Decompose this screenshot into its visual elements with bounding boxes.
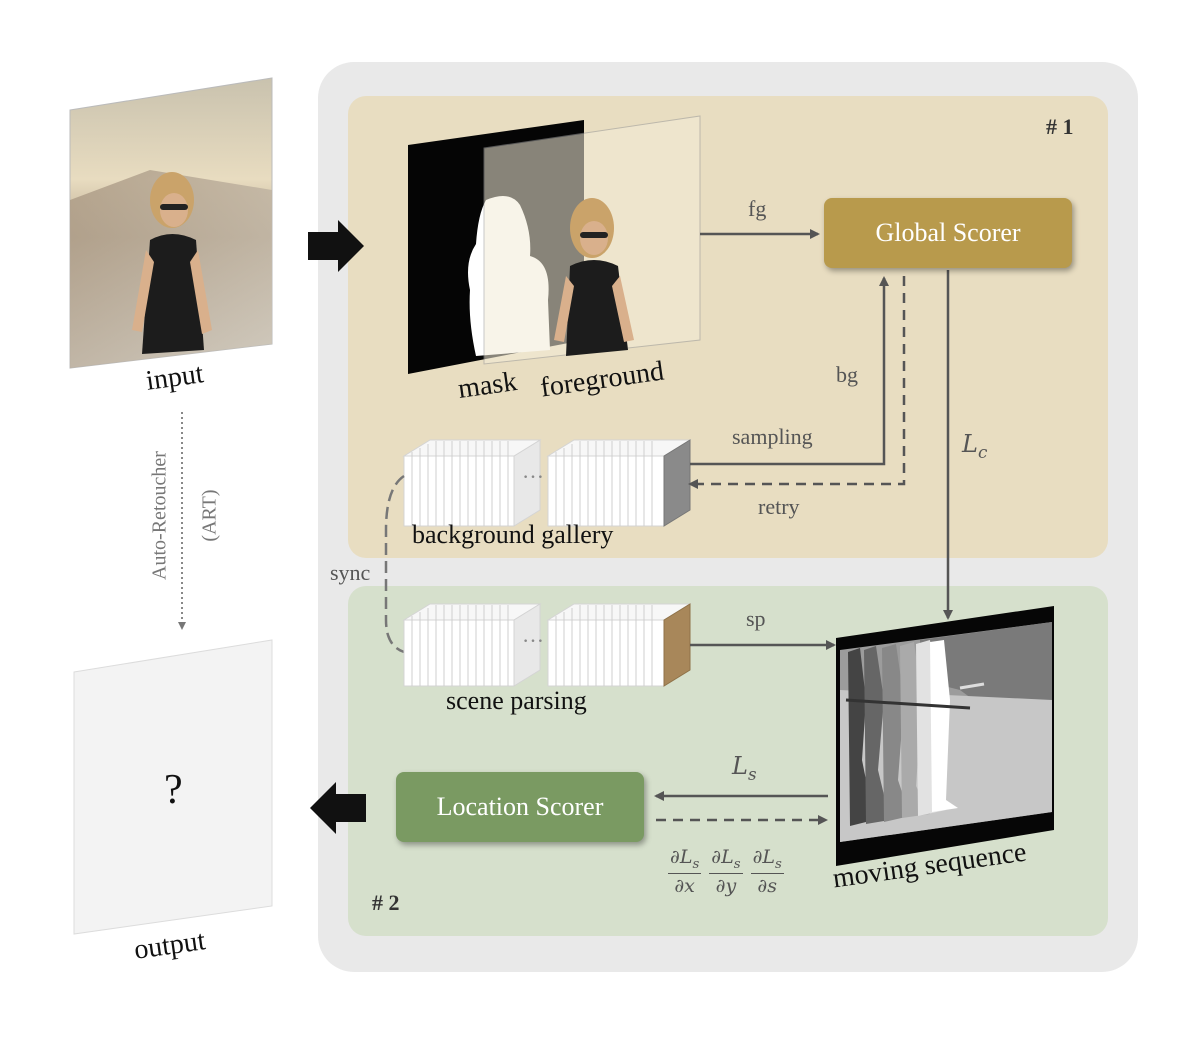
foreground-image <box>483 115 701 365</box>
scene-ellipsis: … <box>522 622 544 647</box>
input-photo <box>69 77 273 369</box>
panel2-id: # 2 <box>372 890 400 915</box>
sampling-label: sampling <box>732 424 813 449</box>
retry-label: retry <box>758 494 800 519</box>
scene-parsing-label: scene parsing <box>446 686 587 715</box>
moving-sequence-image <box>836 606 1054 866</box>
input-arrow-icon <box>308 220 364 272</box>
panel1-id: # 1 <box>1046 114 1074 139</box>
grad-s-fraction: ∂Ls ∂s <box>750 846 784 897</box>
process-label-main: Auto-Retoucher <box>148 451 171 580</box>
fg-label: fg <box>748 196 767 221</box>
gallery-ellipsis: … <box>522 458 544 483</box>
background-gallery-stack <box>402 439 692 527</box>
sync-connector <box>384 474 405 654</box>
output-placeholder <box>73 639 273 935</box>
location-scorer-box: Location Scorer <box>396 772 644 842</box>
grad-x-fraction: ∂Ls ∂x <box>668 846 702 897</box>
output-arrow-icon <box>310 782 366 834</box>
sampling-arrow <box>690 276 889 466</box>
bg-label: bg <box>836 362 858 387</box>
loss-c-label: Lc <box>962 430 988 462</box>
sync-label: sync <box>330 560 371 585</box>
background-gallery-label: background gallery <box>412 520 614 549</box>
grad-y-fraction: ∂Ls ∂y <box>709 846 743 897</box>
global-scorer-box: Global Scorer <box>824 198 1072 268</box>
scene-parsing-stack <box>402 603 692 687</box>
gradient-fractions: ∂Ls ∂x ∂Ls ∂y ∂Ls ∂s <box>664 846 788 897</box>
retry-arrow <box>688 276 906 489</box>
sp-label: sp <box>746 606 766 631</box>
process-label-abbrev: (ART) <box>198 489 221 542</box>
output-question-mark: ? <box>164 767 183 813</box>
loss-s-label: Ls <box>732 752 757 784</box>
